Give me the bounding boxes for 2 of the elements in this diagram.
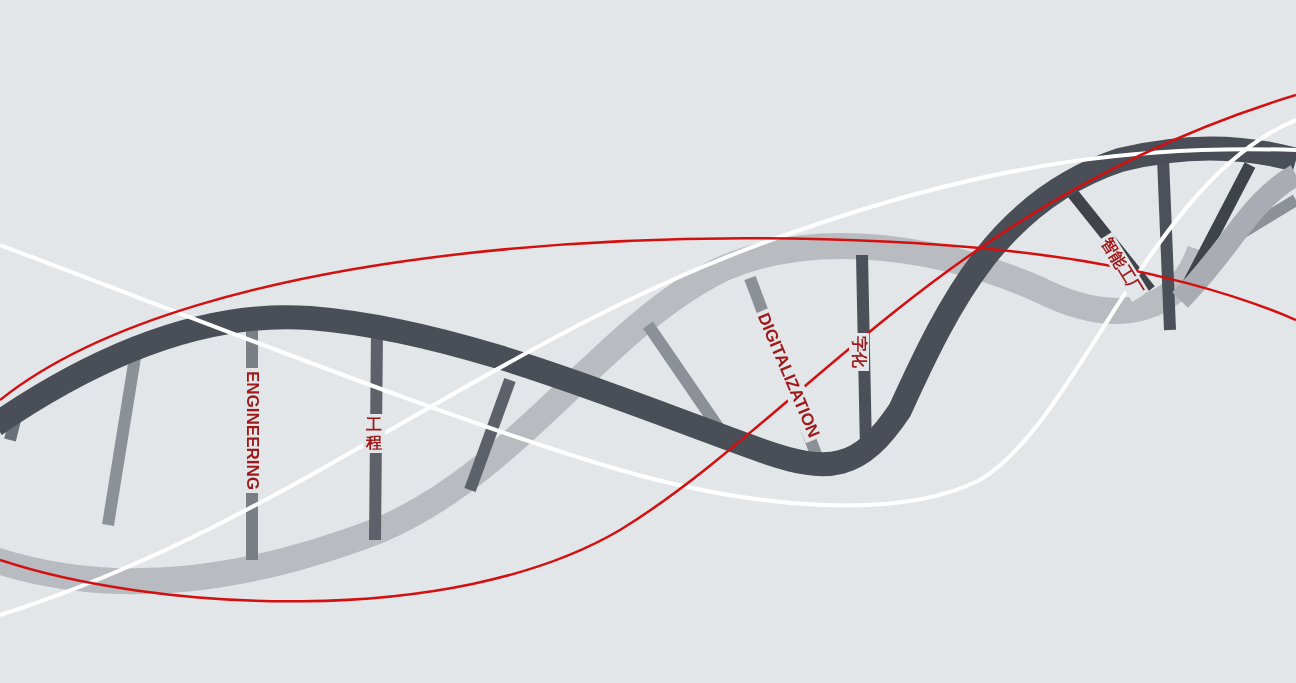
diagonal-label: 字化 <box>849 333 869 371</box>
vertical-label: 工程 <box>363 414 385 454</box>
